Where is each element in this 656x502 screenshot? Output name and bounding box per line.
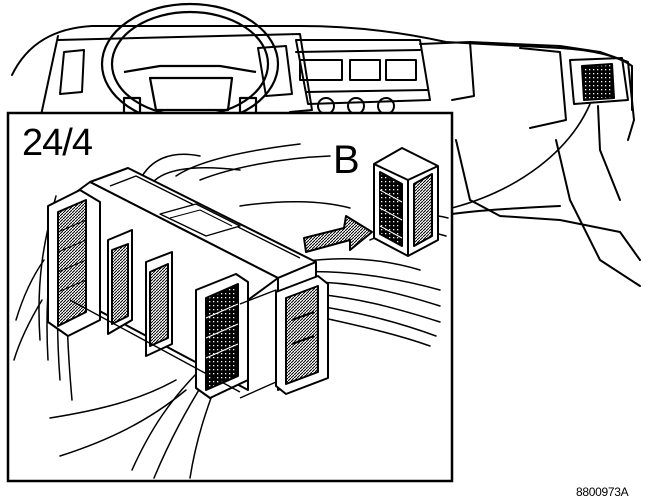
figure-reference: 8800973A [576, 485, 629, 499]
insert-arrow-icon [303, 215, 373, 253]
connector-label: B [333, 138, 360, 182]
steering-wheel-icon [100, 2, 280, 126]
side-plug-illustration [275, 275, 329, 395]
connector-b-illustration [373, 147, 439, 257]
module-label: 24/4 [22, 122, 93, 164]
dashboard-illustration [11, 25, 641, 287]
